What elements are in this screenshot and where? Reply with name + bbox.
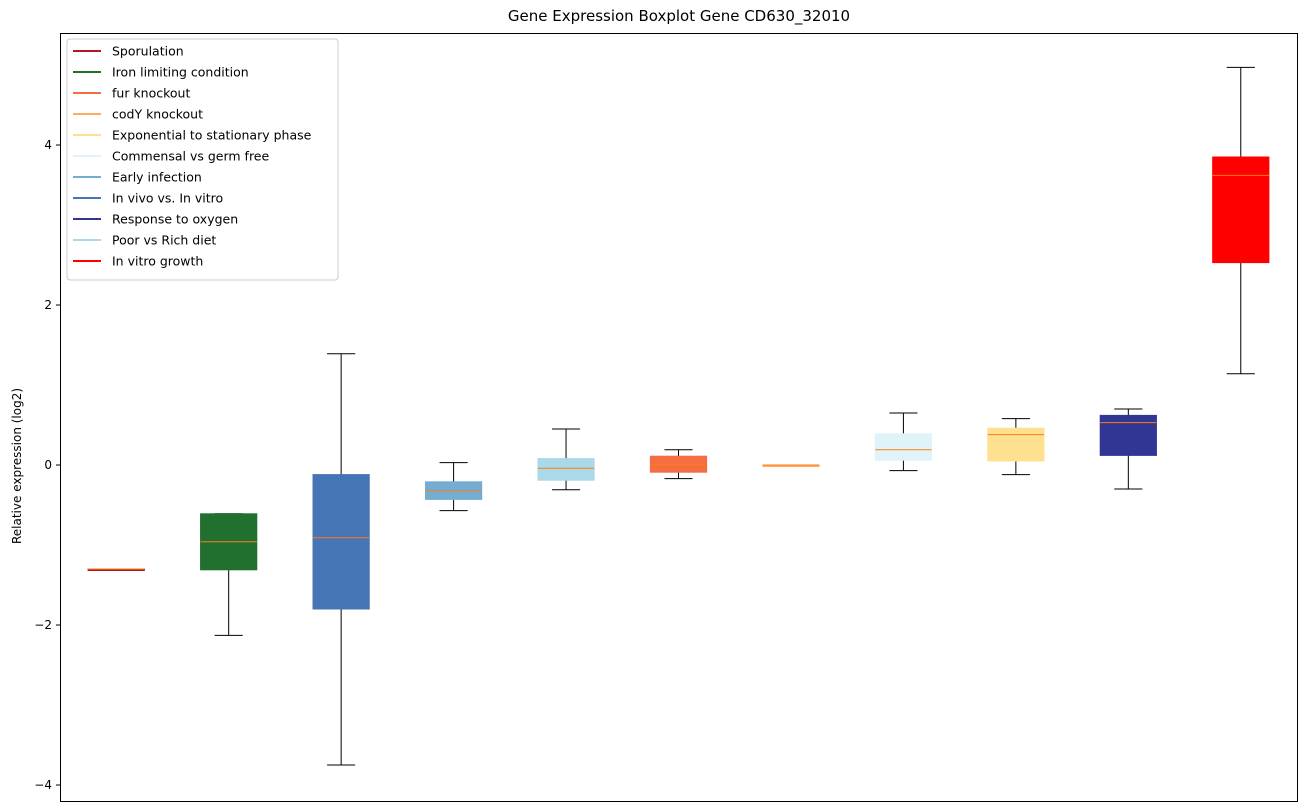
boxes-layer [87, 66, 1270, 766]
legend-label: Sporulation [112, 44, 184, 59]
box-4 [424, 462, 483, 512]
y-tick-label: 4 [44, 138, 52, 152]
box-body [987, 427, 1045, 462]
legend-label: In vitro growth [112, 254, 203, 269]
box-7 [762, 464, 820, 467]
y-tick-label: 0 [44, 458, 52, 472]
box-1 [87, 568, 145, 571]
legend-label: Iron limiting condition [112, 65, 249, 80]
y-tick-label: −4 [34, 778, 52, 792]
box-11 [1212, 66, 1270, 375]
box-body [537, 458, 595, 481]
y-tick-label: 2 [44, 298, 52, 312]
box-body [312, 474, 370, 610]
legend-label: Commensal vs germ free [112, 149, 269, 164]
legend-label: codY knockout [112, 107, 203, 122]
legend-label: In vivo vs. In vitro [112, 191, 223, 206]
box-body [874, 433, 933, 461]
legend-frame [66, 38, 339, 281]
box-8 [874, 412, 933, 472]
legend-label: Response to oxygen [112, 212, 238, 227]
plot-frame [60, 33, 1298, 802]
box-6 [649, 449, 708, 480]
chart-title: Gene Expression Boxplot Gene CD630_32010 [508, 7, 850, 26]
legend-label: fur knockout [112, 86, 190, 101]
legend-label: Early infection [112, 170, 202, 185]
y-axis-label: Relative expression (log2) [10, 388, 24, 544]
box-2 [200, 513, 258, 636]
legend-label: Poor vs Rich diet [112, 233, 216, 248]
box-9 [987, 418, 1045, 476]
box-5 [537, 428, 595, 491]
legend-label: Exponential to stationary phase [112, 128, 312, 143]
box-3 [312, 353, 370, 766]
box-body [1212, 156, 1270, 264]
y-axis-ticks: −4 −2 0 2 4 [34, 138, 60, 792]
y-tick-label: −2 [34, 618, 52, 632]
box-body [1099, 414, 1157, 456]
box-10 [1099, 408, 1157, 490]
